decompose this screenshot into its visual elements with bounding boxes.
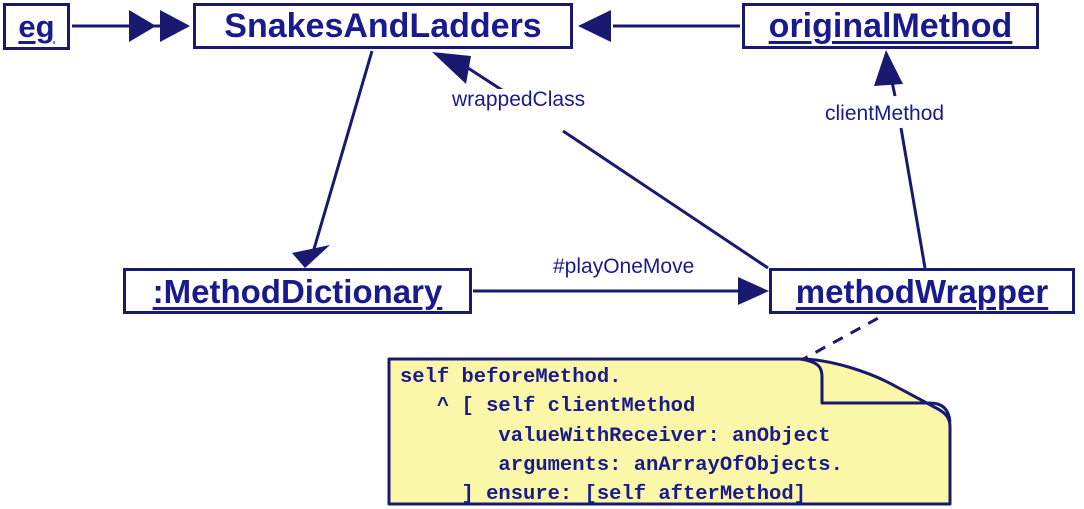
arrowhead-triangle: [292, 245, 330, 268]
node-method-dictionary-label: :MethodDictionary: [152, 272, 443, 310]
node-snakes-and-ladders[interactable]: SnakesAndLadders: [193, 3, 573, 49]
edge-wrapper-to-snakes: [432, 52, 769, 270]
arrowhead-triangle: [432, 52, 471, 84]
node-original-method[interactable]: originalMethod: [742, 3, 1039, 49]
edge-wrapper-to-original: [874, 50, 927, 269]
edge-original-to-snakes: [578, 10, 740, 42]
edge-eg-to-snakes: [72, 10, 190, 42]
edge-snakes-to-methoddict: [292, 50, 374, 268]
edge-label-play-one-move: #playOneMove: [553, 255, 695, 278]
arrowhead-triangle: [578, 10, 611, 42]
arrowhead-triangle: [874, 50, 903, 86]
node-method-dictionary[interactable]: :MethodDictionary: [123, 268, 472, 314]
arrowhead-triangle: [738, 277, 769, 305]
node-eg-label: eg: [18, 9, 55, 44]
arrowhead-triangle: [160, 10, 190, 42]
code-note: [387, 357, 952, 506]
edge-note-anchor: [797, 314, 883, 364]
note-fold: [799, 357, 952, 423]
node-eg[interactable]: eg: [3, 3, 70, 50]
arrowhead-triangle: [129, 10, 156, 42]
edge-methoddict-to-wrapper: [473, 277, 769, 305]
node-snakes-and-ladders-label: SnakesAndLadders: [224, 7, 542, 45]
node-method-wrapper-label: methodWrapper: [795, 272, 1049, 310]
note-body: [387, 357, 952, 506]
node-method-wrapper[interactable]: methodWrapper: [769, 268, 1075, 314]
node-original-method-label: originalMethod: [768, 7, 1013, 45]
edge-label-wrapped-class: wrappedClass: [452, 88, 586, 111]
note-code-text: self beforeMethod. ^ [ self clientMethod…: [400, 366, 843, 507]
edge-label-client-method: clientMethod: [825, 102, 945, 125]
